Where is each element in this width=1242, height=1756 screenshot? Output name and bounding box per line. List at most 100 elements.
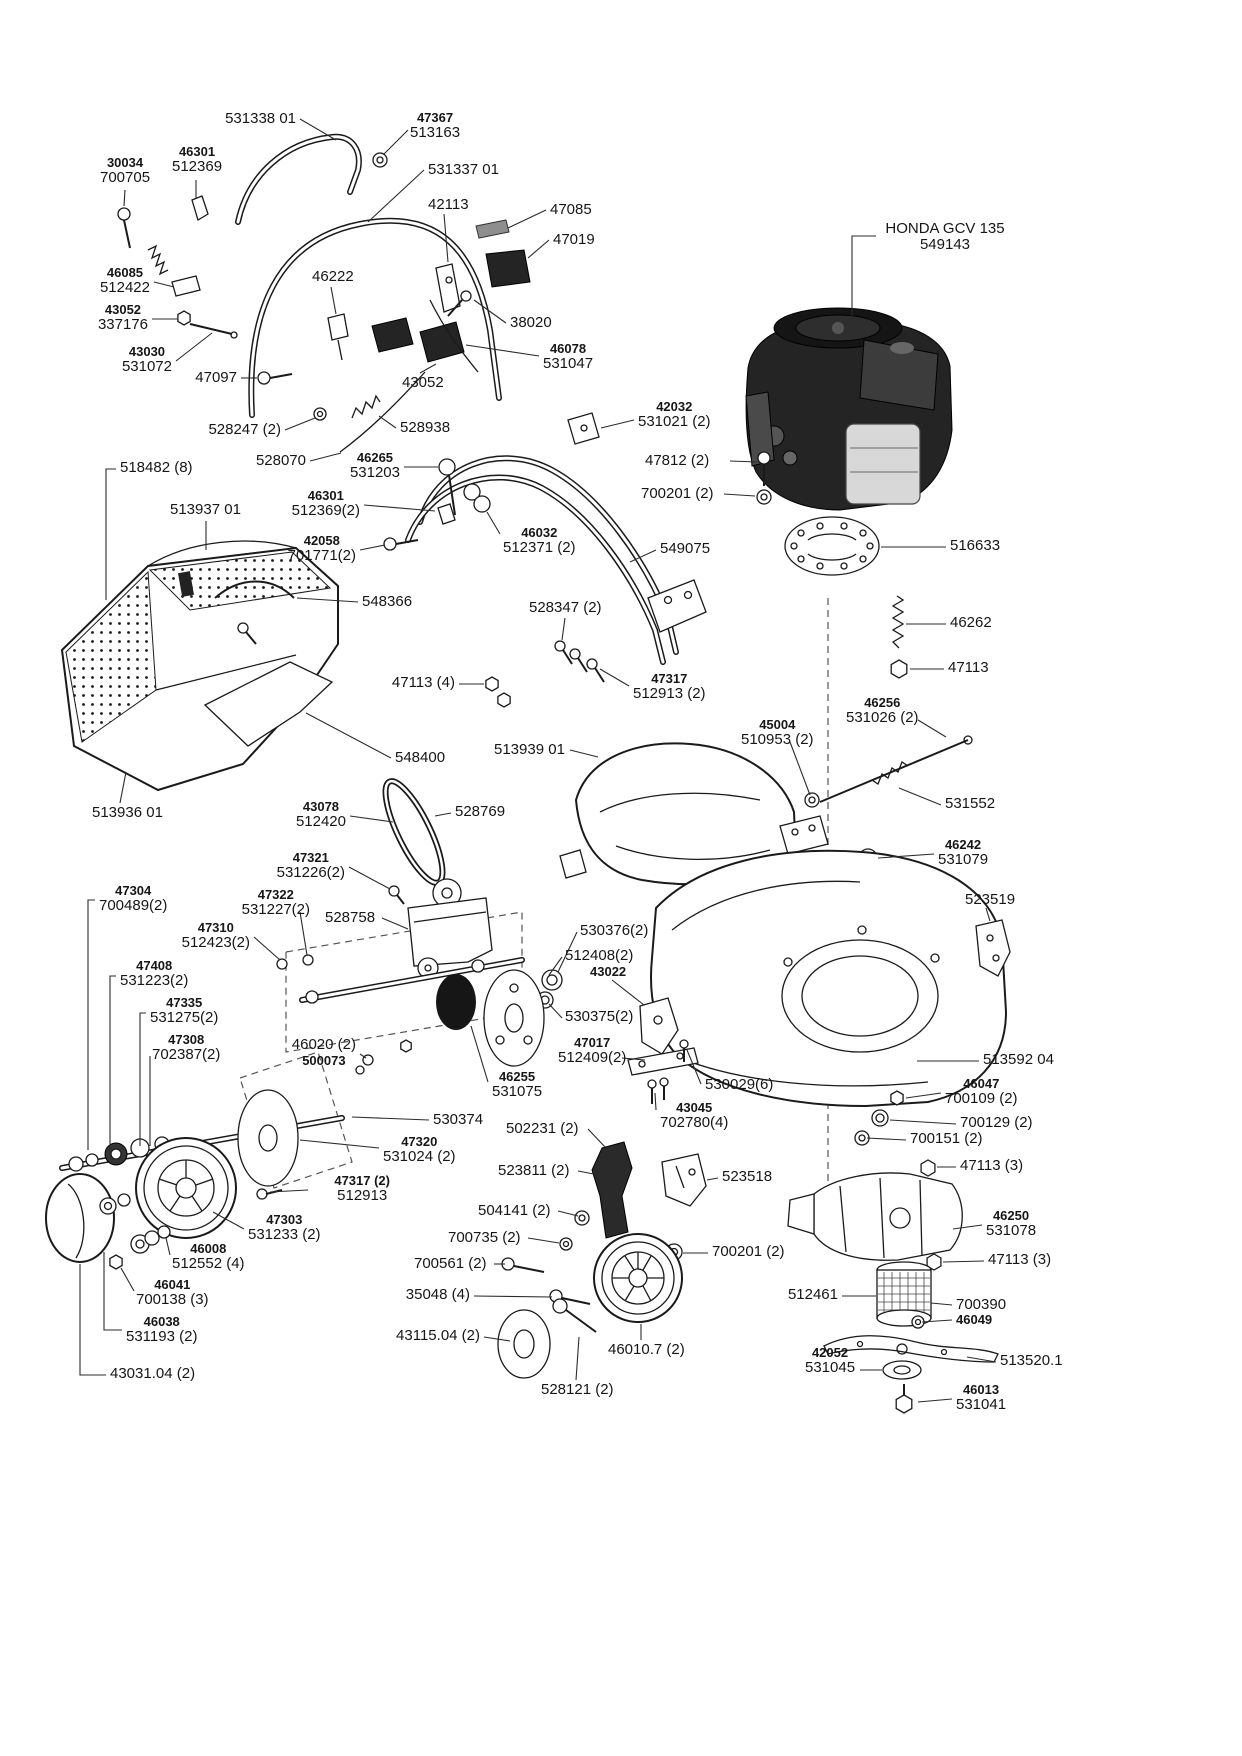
blade-housing-46250	[813, 1172, 963, 1261]
leader-line	[654, 1092, 657, 1111]
leader-line	[723, 493, 756, 497]
plate-47017	[627, 1047, 699, 1076]
clip-46301	[191, 195, 209, 221]
bracket-43022	[639, 997, 679, 1055]
leader-line	[359, 1053, 367, 1059]
leader-line	[952, 1224, 983, 1230]
leader-line	[473, 1295, 553, 1298]
leader-line	[548, 1003, 563, 1019]
washer-700735	[559, 1237, 573, 1251]
leader-line	[917, 1398, 953, 1403]
rod-43030	[189, 323, 233, 335]
leader-line	[898, 787, 942, 806]
leader-line	[139, 1012, 146, 1146]
leader-line	[611, 979, 645, 1006]
air-filter-box	[845, 423, 921, 505]
leader-lines	[79, 118, 997, 1403]
cap-46255	[436, 974, 476, 1030]
leader-line	[419, 363, 437, 374]
leader-line	[305, 712, 392, 759]
leader-line	[527, 239, 550, 259]
washer-45004	[804, 792, 820, 808]
leader-line	[889, 1119, 957, 1125]
bolt-530029	[679, 1039, 689, 1049]
screw-47317	[256, 1188, 268, 1200]
leader-line	[729, 460, 758, 463]
washer-513163	[372, 152, 388, 168]
leader-line	[87, 899, 95, 1150]
leader-line	[383, 129, 409, 155]
lower-handle-fasteners	[383, 458, 605, 708]
bolt-47321	[388, 885, 400, 897]
leader-line	[79, 1264, 106, 1376]
leader-line	[378, 415, 397, 429]
leader-line	[443, 213, 449, 263]
leader-line	[120, 1267, 135, 1292]
leader-line	[600, 419, 635, 429]
leader-line	[789, 741, 811, 796]
washer-528247	[313, 407, 327, 421]
leader-line	[253, 936, 281, 961]
nut-47113-3	[920, 1159, 936, 1177]
nut-47113	[485, 676, 499, 692]
bolt-46013	[895, 1394, 913, 1414]
engine-honda-gcv135	[745, 307, 953, 511]
spring-46085	[147, 244, 169, 276]
leader-line	[103, 1252, 122, 1331]
blade-513520	[823, 1335, 999, 1363]
leader-line	[359, 544, 386, 551]
nut-43052	[177, 310, 191, 326]
leader-line	[363, 504, 436, 512]
clamp-46032	[463, 483, 481, 501]
washer-47310	[276, 958, 288, 970]
bolt-47097	[257, 371, 271, 385]
leader-line	[465, 344, 540, 357]
leader-line	[330, 286, 337, 315]
clamp-42032	[567, 412, 600, 445]
rear-cover	[559, 742, 829, 886]
leader-line	[629, 549, 657, 563]
bracket-523519	[975, 919, 1011, 977]
leader-line	[309, 452, 342, 462]
washer-700201	[756, 489, 772, 505]
bag-handle-548366	[214, 580, 295, 599]
blade-assembly	[787, 1090, 999, 1414]
washer-700151	[854, 1130, 870, 1146]
bolt-528347	[554, 640, 566, 652]
leader-line	[123, 189, 126, 207]
drive-belt	[382, 778, 446, 886]
screw-30034	[117, 207, 131, 221]
transmission-assembly	[276, 778, 545, 1075]
bolt-38020	[460, 290, 472, 302]
leader-line	[351, 1116, 430, 1121]
bolt-43045	[647, 1079, 657, 1089]
leader-line	[599, 668, 630, 687]
leader-line	[284, 417, 316, 431]
gearbox-528758	[407, 897, 493, 967]
bolt-47812	[757, 451, 771, 465]
leader-line	[966, 1356, 997, 1363]
cable-531026	[819, 739, 969, 803]
deck-opening	[781, 939, 939, 1053]
chute-548400	[203, 661, 334, 747]
leader-line	[296, 597, 359, 603]
nut-46041	[109, 1254, 123, 1270]
leader-line	[877, 853, 935, 859]
leader-line	[105, 468, 116, 600]
front-axle-assembly	[45, 1051, 353, 1270]
leader-line	[577, 1170, 600, 1176]
leader-line	[561, 617, 566, 641]
leader-line	[367, 169, 425, 223]
leader-line	[985, 907, 991, 922]
leader-line	[434, 812, 452, 817]
spring-528938	[351, 394, 381, 419]
leader-line	[527, 1237, 560, 1244]
leader-line	[575, 1336, 580, 1381]
leader-line	[486, 511, 501, 535]
leader-line	[473, 299, 507, 324]
leader-line	[942, 1260, 985, 1263]
control-box	[371, 317, 414, 353]
leader-line	[917, 719, 947, 738]
bracket-42113	[435, 263, 461, 313]
leader-line	[587, 1128, 606, 1148]
